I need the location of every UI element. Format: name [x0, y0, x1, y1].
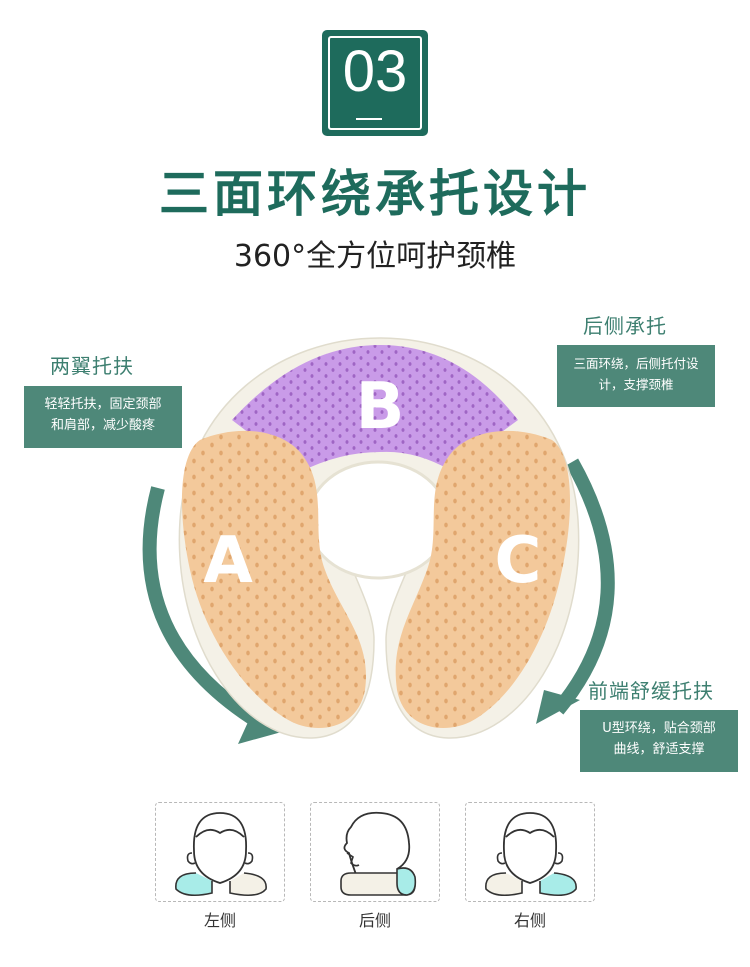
- zone-c-desc-line1: U型环绕，贴合颈部: [602, 721, 716, 736]
- zone-b-letter: B: [356, 370, 405, 444]
- view-left-label: 左侧: [203, 911, 236, 930]
- head-front-view-icon: [485, 812, 577, 897]
- badge-underline: [356, 118, 382, 120]
- section-number: 03: [342, 39, 408, 104]
- page-title: 三面环绕承托设计: [159, 165, 591, 223]
- zone-a-letter: A: [203, 524, 253, 598]
- zone-a-description: 轻轻托扶，固定颈部 和肩部，减少酸疼: [24, 386, 182, 448]
- zone-c-description: U型环绕，贴合颈部 曲线，舒适支撑: [580, 710, 738, 772]
- page-subtitle: 360°全方位呵护颈椎: [233, 239, 517, 274]
- badge-frame: [328, 36, 422, 130]
- zone-c-title: 前端舒缓托扶: [588, 679, 714, 703]
- zone-b-desc-line2: 计，支撑颈椎: [598, 377, 674, 392]
- view-back-thumbnail: [310, 802, 440, 902]
- zone-b-title: 后侧承托: [583, 314, 667, 338]
- right-rotation-arrow: [552, 458, 615, 715]
- zone-a-title: 两翼托扶: [50, 354, 134, 378]
- right-arrow-head: [536, 690, 580, 724]
- left-rotation-arrow: [142, 486, 272, 735]
- zone-c-orange-latex: [395, 430, 571, 729]
- view-back-label: 后侧: [358, 911, 391, 930]
- section-number-badge: 03: [322, 30, 428, 136]
- zone-a-desc-line1: 轻轻托扶，固定颈部: [44, 397, 162, 412]
- head-side-view-icon: [340, 811, 417, 896]
- zone-a-orange-latex: [181, 430, 366, 729]
- view-left-thumbnail: [155, 802, 285, 902]
- view-right-label: 右侧: [513, 911, 546, 930]
- zone-a-desc-line2: 和肩部，减少酸疼: [50, 418, 155, 433]
- zone-c-letter: C: [495, 524, 542, 598]
- zone-b-desc-line1: 三面环绕，后侧托付设: [573, 356, 699, 371]
- head-front-view-icon: [175, 812, 267, 897]
- view-right-thumbnail: [465, 802, 595, 902]
- zone-c-desc-line2: 曲线，舒适支撑: [613, 742, 705, 757]
- zone-b-description: 三面环绕，后侧托付设 计，支撑颈椎: [557, 345, 715, 407]
- pillow-neck-hole: [306, 460, 450, 580]
